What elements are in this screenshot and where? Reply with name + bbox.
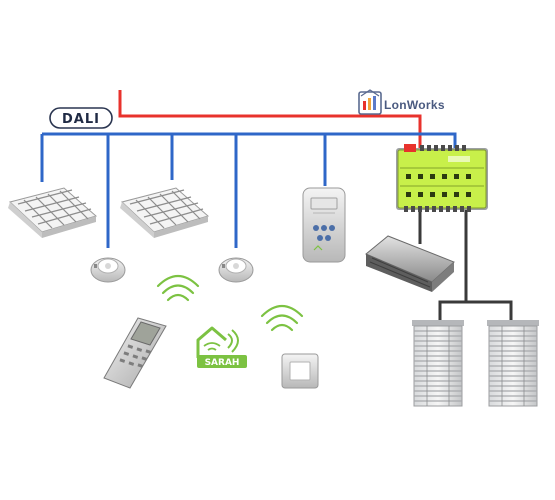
window-blind-1 [412, 320, 464, 407]
lonworks-logo-icon [358, 89, 382, 115]
lonworks-label: LonWorks [384, 98, 445, 112]
ceiling-light-2 [120, 187, 210, 238]
wall-switch-icon [281, 353, 319, 389]
controller-output-lines [418, 208, 513, 322]
wireless-signal-icon [260, 304, 304, 332]
sarah-logo-icon: SARAH [196, 326, 247, 368]
wall-control-panel-icon [302, 187, 346, 263]
dali-badge: DALI [49, 107, 113, 129]
controller-module-icon [396, 144, 488, 212]
presence-sensor-2 [218, 257, 254, 283]
remote-control-icon [103, 317, 167, 389]
fan-coil-unit-icon [365, 235, 455, 292]
wireless-signal-icon [156, 274, 200, 302]
presence-sensor-1 [90, 257, 126, 283]
ceiling-light-1 [8, 187, 98, 238]
sarah-label: SARAH [205, 358, 240, 368]
window-blind-2 [487, 320, 539, 407]
dali-label: DALI [62, 112, 100, 127]
dali-bus [40, 132, 457, 248]
